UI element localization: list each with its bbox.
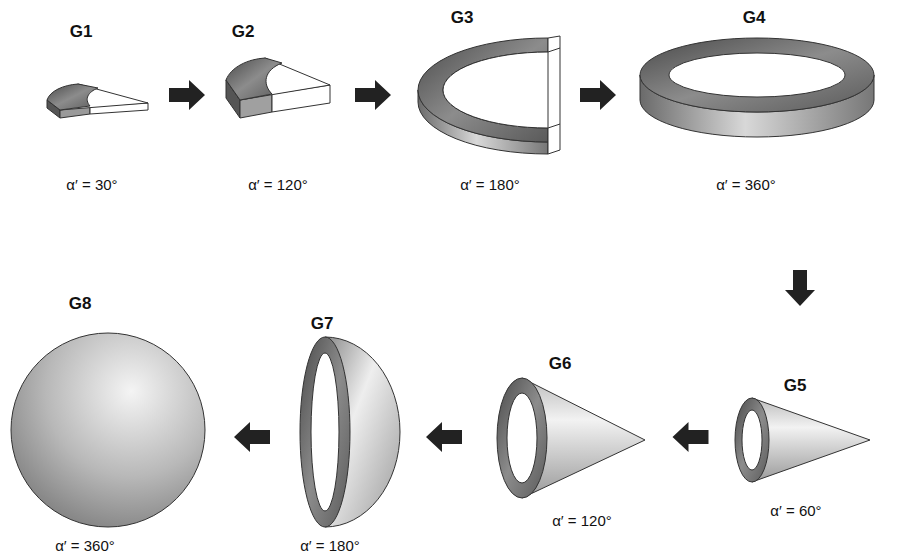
g4-ring: [640, 38, 874, 137]
flow-arrow: [355, 80, 391, 110]
g7-hemisphere: [300, 337, 400, 527]
shape-name: G4: [743, 8, 766, 28]
angle-label: α′ = 30°: [66, 176, 117, 194]
angle-label: α′ = 180°: [300, 537, 360, 555]
flow-arrow: [785, 270, 815, 306]
shape-node: G1 α′ = 30°: [36, 20, 158, 202]
flow-arrow: [426, 422, 462, 452]
angle-label: α′ = 360°: [55, 537, 115, 555]
g1-wedge: [47, 84, 148, 118]
shape-node: G2 α′ = 120°: [216, 20, 338, 202]
flow-arrow: [580, 80, 616, 110]
shape-name: G8: [69, 294, 92, 314]
shape-node: G4 α′ = 360°: [630, 6, 882, 202]
shape-node: G5 α′ = 60°: [728, 374, 874, 528]
shape-node: G6 α′ = 120°: [488, 352, 653, 538]
flow-arrow: [234, 422, 270, 452]
g5-cone: [735, 398, 870, 482]
shape-name: G3: [451, 8, 474, 28]
shape-name: G5: [784, 376, 807, 396]
g8-sphere: [11, 333, 205, 527]
angle-label: α′ = 180°: [460, 176, 520, 194]
shape-node: G3 α′ = 180°: [408, 6, 566, 202]
shape-name: G6: [549, 354, 572, 374]
g6-cone: [497, 378, 645, 498]
g2-wedge: [226, 58, 330, 118]
angle-label: α′ = 360°: [716, 176, 776, 194]
g3-half-ring: [418, 36, 560, 154]
angle-label: α′ = 60°: [770, 502, 821, 520]
shape-node: G8 α′ = 360°: [6, 292, 214, 558]
angle-label: α′ = 120°: [248, 176, 308, 194]
angle-label: α′ = 120°: [552, 512, 612, 530]
flow-arrow: [169, 80, 205, 110]
shape-name: G1: [70, 22, 93, 42]
flow-arrow: [673, 422, 709, 452]
shape-name: G2: [232, 22, 255, 42]
shape-node: G7 α′ = 180°: [290, 312, 400, 558]
shape-name: G7: [311, 314, 334, 334]
